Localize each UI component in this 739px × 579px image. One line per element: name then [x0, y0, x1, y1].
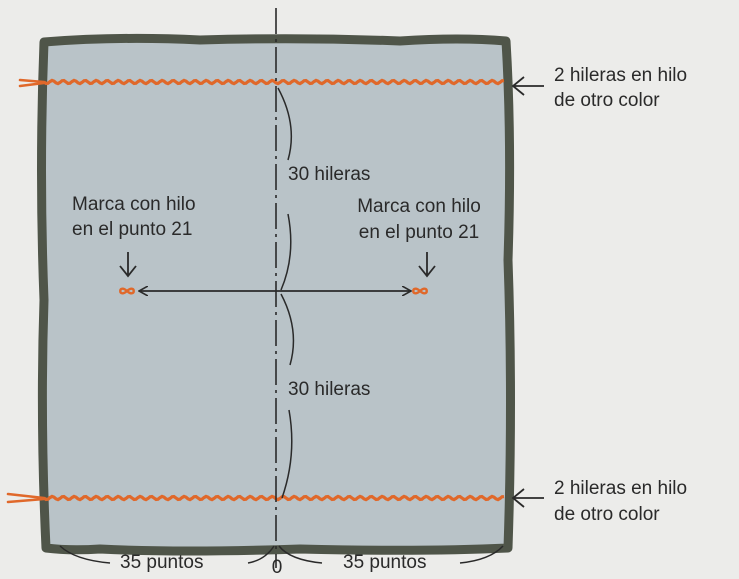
top-rows-label-line2: de otro color	[554, 90, 660, 111]
right-marker-label-line2: en el punto 21	[358, 222, 480, 243]
right-stitches-brace	[278, 545, 504, 564]
bottom-contrast-yarn-rows	[43, 494, 505, 502]
left-marker-pointer-icon	[119, 252, 137, 278]
left-marker-label-line1: Marca con hilo	[72, 194, 196, 215]
top-contrast-yarn-rows	[43, 78, 505, 86]
upper-rows-brace	[277, 87, 293, 291]
bottom-rows-label-line1: 2 hileras en hilo	[554, 478, 688, 499]
center-zero-label: 0	[271, 557, 283, 578]
upper-rows-label: 30 hileras	[288, 164, 371, 185]
right-marker-label-line1: Marca con hilo	[357, 196, 481, 217]
left-stitches-brace	[59, 545, 275, 564]
bottom-rows-label-line2: de otro color	[554, 504, 660, 525]
lower-rows-brace	[280, 293, 295, 499]
bottom-yarn-tail-icon	[6, 492, 46, 504]
lower-rows-label: 30 hileras	[288, 379, 371, 400]
top-yarn-tail-icon	[18, 78, 46, 88]
left-stitches-label: 35 puntos	[120, 552, 204, 573]
right-marker-pointer-icon	[418, 252, 436, 278]
top-rows-label-line1: 2 hileras en hilo	[554, 65, 688, 86]
top-side-arrow-icon	[511, 76, 544, 96]
bottom-side-arrow-icon	[511, 488, 544, 508]
right-stitches-label: 35 puntos	[343, 552, 427, 573]
left-marker-icon	[119, 287, 135, 295]
right-marker-icon	[412, 287, 428, 295]
left-marker-label-line2: en el punto 21	[72, 219, 193, 240]
